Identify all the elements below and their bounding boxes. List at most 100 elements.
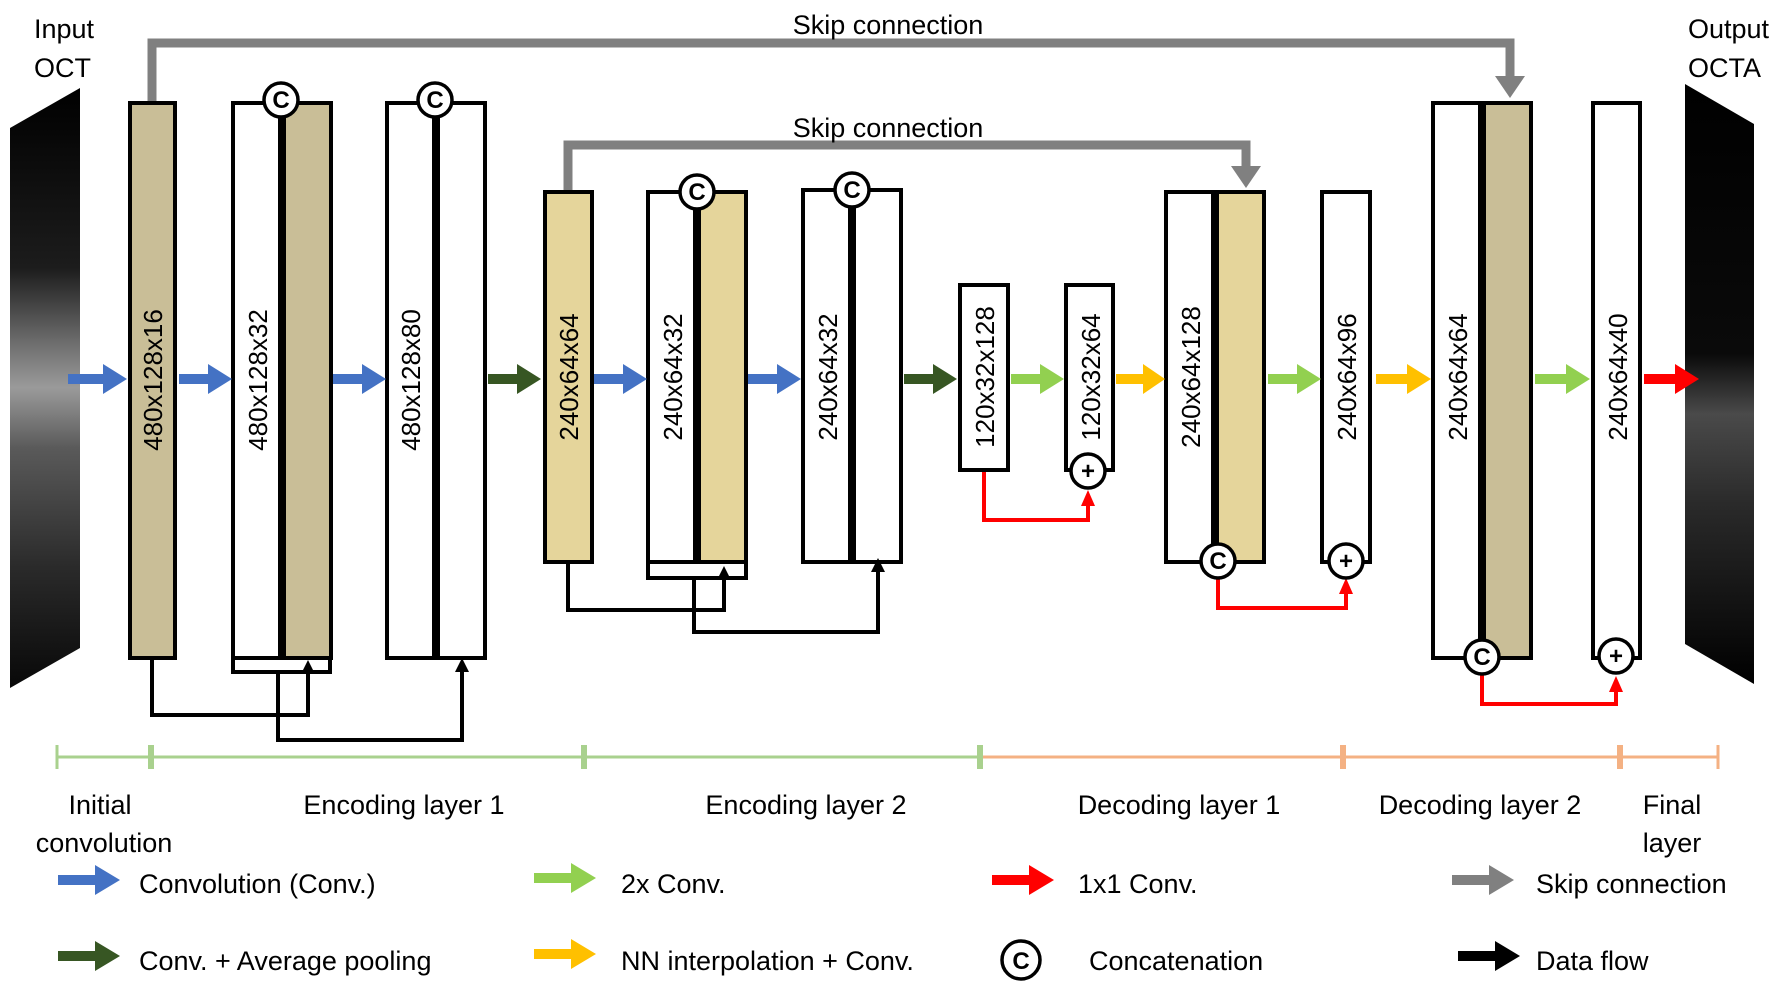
block-final [1591,101,1642,660]
flow-arrowhead [301,660,315,674]
conv-arrow [594,364,647,394]
residual-arrowhead [1339,578,1353,594]
concat-symbol: C [678,173,716,211]
stage-timeline [55,745,1720,769]
input-label-line1: Input [34,14,95,44]
legend-label-conv-pool: Conv. + Average pooling [139,946,431,976]
concat-symbol: C [1463,638,1501,676]
stage-label-enc1: Encoding layer 1 [303,790,504,820]
legend-label-concat: Concatenation [1089,946,1263,976]
svg-text:+: + [1081,458,1095,485]
svg-text:C: C [272,87,289,114]
block-enc1-b-left [385,101,436,660]
svg-text:C: C [688,179,705,206]
concat-symbol: C [262,81,300,119]
block-enc2-b-left [801,188,852,564]
residual-dec1 [1216,578,1348,610]
block-label-b9: 240x64x128 [1176,306,1206,448]
block-enc2-a-right [697,190,748,564]
block-bottleneck-a [958,283,1010,472]
skip-top-arrowhead [1495,76,1525,98]
block-enc1-b-right [436,101,487,660]
conv1x1-arrow [1644,364,1699,394]
legend-item-skip: Skip connection [1452,865,1727,899]
legend-item-concat: C Concatenation [1000,939,1263,981]
block-bottleneck-b [1064,283,1115,472]
stage-label-initial-2: convolution [36,828,173,858]
legend-item-conv2x: 2x Conv. [534,863,726,899]
residual-dec2 [1480,674,1618,706]
block-enc1-a-left [231,101,282,660]
residual-arrowhead [1609,676,1623,692]
stage-label-final-2: layer [1643,828,1702,858]
block-label-b4: 240x64x64 [554,313,584,440]
conv2x-arrow [1535,364,1590,394]
legend-label-flow: Data flow [1536,946,1649,976]
add-symbol: + [1327,542,1365,580]
residual-bottleneck [982,472,1090,522]
stage-label-dec1: Decoding layer 1 [1078,790,1281,820]
svg-text:+: + [1339,548,1353,575]
nn-interp-arrow [1376,364,1431,394]
legend-label-conv1x1: 1x1 Conv. [1078,869,1198,899]
block-label-b7: 120x32x128 [970,306,1000,448]
flow-arrowhead [455,658,469,672]
output-label-line2: OCTA [1688,53,1761,83]
legend-item-conv1x1: 1x1 Conv. [992,865,1198,899]
block-label-b10: 240x64x96 [1332,313,1362,440]
input-label-line2: OCT [34,53,91,83]
svg-text:C: C [1209,548,1226,575]
block-label-b11: 240x64x64 [1443,313,1473,440]
legend-label-nn-interp: NN interpolation + Conv. [621,946,914,976]
conv-pool-arrow [488,364,541,394]
flow-arrowhead [871,558,885,572]
block-enc2-b-right [852,188,903,564]
concat-symbol: C [1199,542,1237,580]
concat-symbol: C [416,81,454,119]
conv-arrow [333,364,386,394]
concat-symbol: C [833,171,871,209]
svg-text:C: C [426,87,443,114]
svg-text:C: C [1473,644,1490,671]
block-dec1-b [1320,190,1372,564]
conv2x-arrow [1268,364,1321,394]
output-label-line1: Output [1688,14,1770,44]
legend-item-conv-pool: Conv. + Average pooling [58,941,431,976]
svg-text:+: + [1609,643,1623,670]
block-dec1-a-right [1215,190,1266,564]
stage-label-final-1: Final [1643,790,1702,820]
skip-connection-mid [563,140,1251,192]
arrows-horizontal [68,364,1699,394]
output-octa-image [1685,84,1754,684]
svg-text:C: C [1012,948,1029,975]
legend-item-flow: Data flow [1458,941,1649,976]
block-initial-conv [128,101,177,660]
block-label-b2: 480x128x32 [243,309,273,451]
block-label-b3: 480x128x80 [396,309,426,451]
stage-label-initial-1: Initial [68,790,131,820]
dense-flow-enc1 [150,660,464,742]
legend-item-conv: Convolution (Conv.) [58,865,376,899]
stage-label-enc2: Encoding layer 2 [705,790,906,820]
input-oct-image [10,88,80,688]
legend: Convolution (Conv.) Conv. + Average pool… [58,863,1727,981]
legend-label-conv2x: 2x Conv. [621,869,726,899]
add-symbol: + [1069,452,1107,490]
svg-text:C: C [843,177,860,204]
residual-arrowhead [1081,490,1095,506]
conv-arrow [179,364,232,394]
nn-interp-arrow [1116,364,1165,394]
skip-mid-label: Skip connection [793,113,984,143]
conv-arrow [748,364,801,394]
block-label-b5: 240x64x32 [658,313,688,440]
legend-label-conv: Convolution (Conv.) [139,869,376,899]
stage-label-dec2: Decoding layer 2 [1379,790,1582,820]
skip-mid-arrowhead [1231,166,1261,188]
block-dec2-left [1431,101,1482,660]
block-label-b1: 480x128x16 [138,309,168,451]
conv2x-arrow [1011,364,1064,394]
block-label-b12: 240x64x40 [1603,313,1633,440]
skip-top-label: Skip connection [793,10,984,40]
block-dec1-a-left [1164,190,1215,564]
